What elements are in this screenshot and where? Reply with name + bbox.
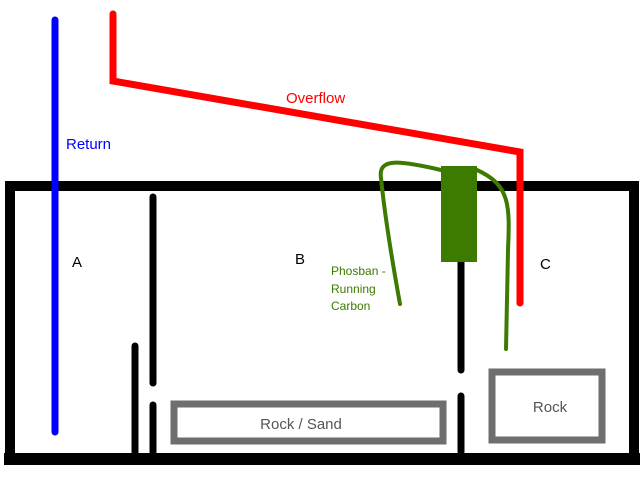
overflow-label: Overflow [286,90,345,107]
chamber-a-label: A [72,254,82,271]
overflow-line [109,10,524,307]
rock-label: Rock [533,399,568,416]
reactor-label-line2: Running [331,282,376,296]
reactor-inlet-tube [378,160,443,306]
phosban-reactor [441,166,477,262]
rock-box [488,368,606,444]
chamber-b-label: B [295,251,305,268]
baffles [131,193,465,456]
rock-sand-label: Rock / Sand [260,416,342,433]
return-label: Return [66,136,111,153]
reactor-label-line3: Carbon [331,299,370,313]
reactor-label-line1: Phosban - [331,264,386,278]
sump-outline [4,181,640,465]
rock-sand-box [170,400,447,445]
chamber-c-label: C [540,256,551,273]
reactor-outlet-tube [475,168,511,351]
